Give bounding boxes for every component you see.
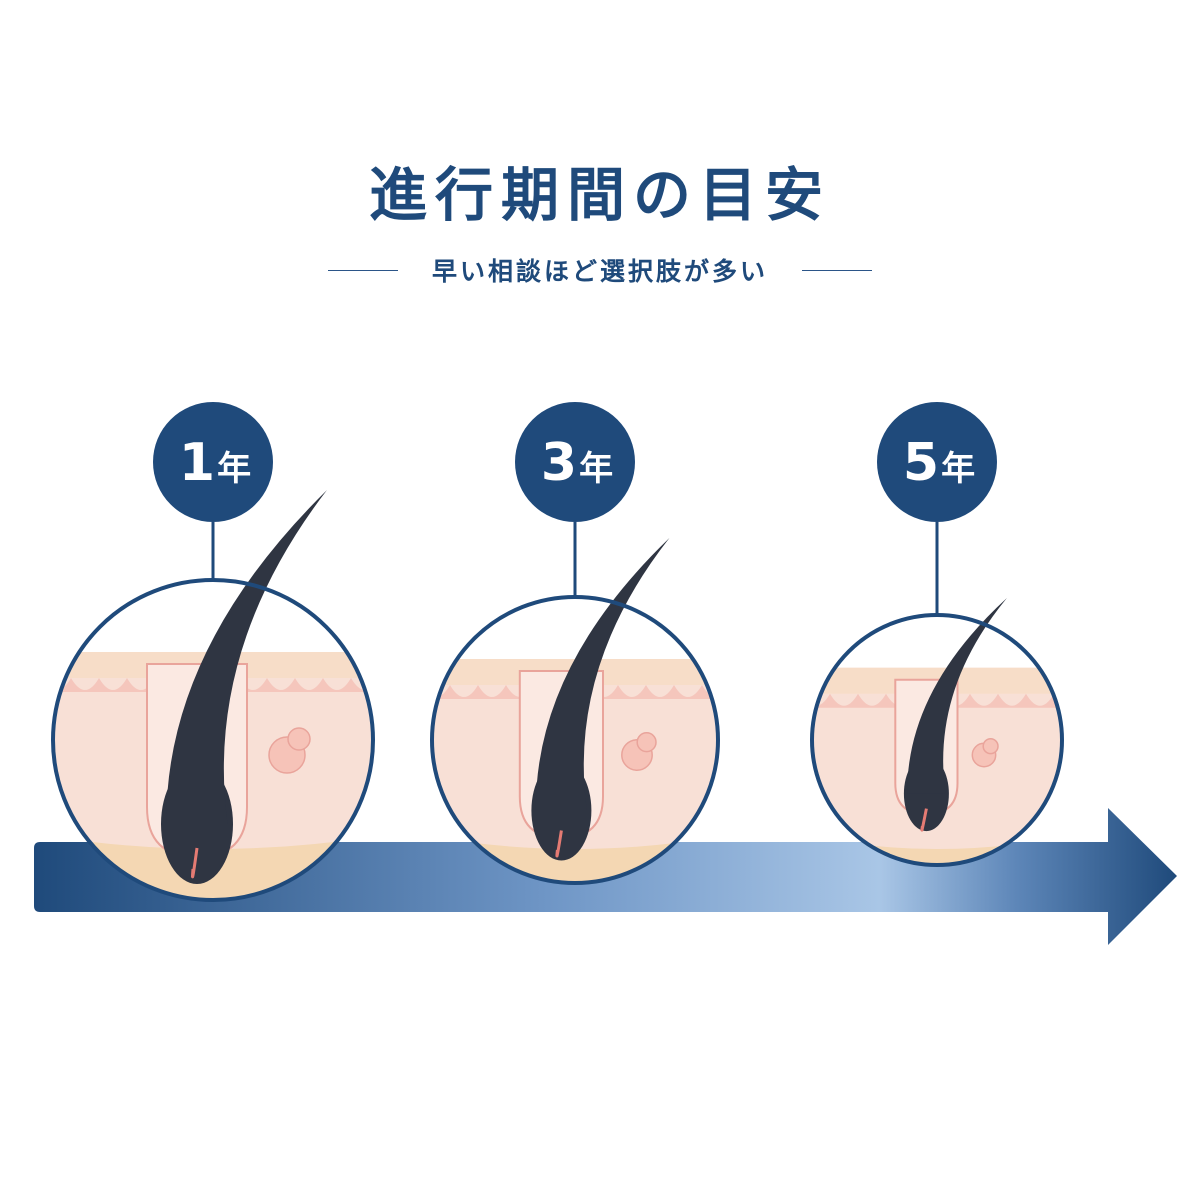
- dermal-papilla: [920, 808, 928, 832]
- year-badge: [515, 402, 635, 522]
- magnifier-ring: [51, 578, 375, 902]
- year-number: 5: [903, 433, 939, 493]
- fat-layer: [812, 835, 1062, 865]
- subtitle-row: 早い相談ほど選択肢が多い: [0, 250, 1200, 290]
- year-unit: 年: [941, 449, 975, 489]
- subtitle-right-line: [802, 269, 872, 271]
- hair-shaft: [166, 490, 327, 824]
- year-number: 3: [541, 433, 577, 493]
- stage-3: 3年: [430, 402, 720, 885]
- hair-shaft: [535, 538, 670, 811]
- year-badge: [877, 402, 997, 522]
- stage-5: 5年: [810, 402, 1064, 867]
- sebaceous-gland-lobe: [982, 738, 999, 755]
- diagram-subtitle: 早い相談ほど選択肢が多い: [431, 257, 768, 286]
- hair-shaft: [907, 598, 1007, 794]
- year-label: 5年: [903, 433, 975, 493]
- sebaceous-gland-lobe: [287, 727, 311, 751]
- year-number: 1: [179, 433, 215, 493]
- magnifier-ring: [810, 613, 1064, 867]
- magnifier-ring: [430, 595, 720, 885]
- year-label: 1年: [179, 433, 251, 493]
- epidermis-layer: [432, 685, 718, 699]
- epidermis-layer: [53, 678, 373, 692]
- subtitle-left-line: [327, 269, 398, 271]
- year-unit: 年: [217, 449, 251, 489]
- year-label: 3年: [541, 433, 613, 493]
- stage-1: 1年: [51, 402, 375, 902]
- sebaceous-gland-lobe: [636, 732, 657, 753]
- year-unit: 年: [579, 449, 613, 489]
- dermal-papilla: [191, 847, 199, 879]
- year-badge: [153, 402, 273, 522]
- diagram-title: 進行期間の目安: [368, 161, 831, 229]
- dermal-papilla: [555, 830, 563, 858]
